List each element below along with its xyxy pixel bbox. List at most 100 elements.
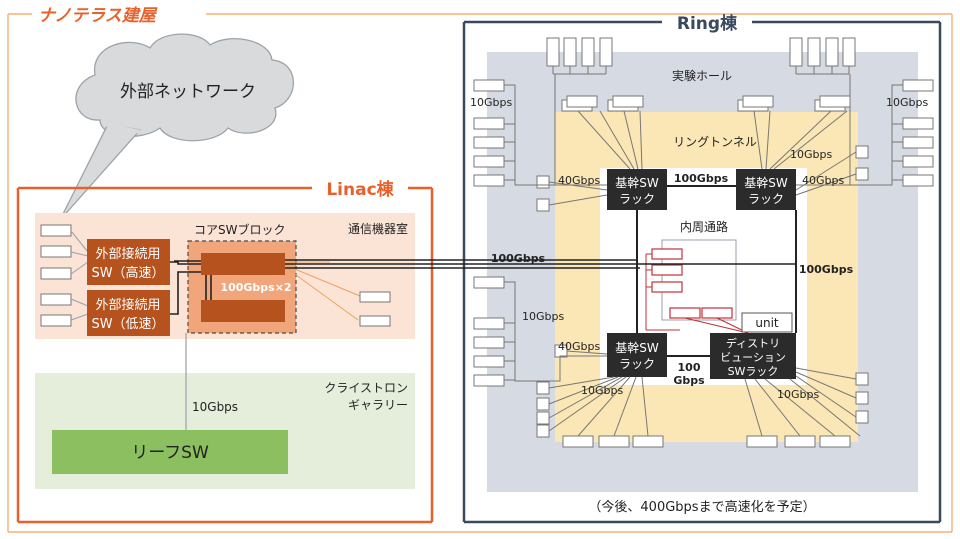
server-box [473, 136, 505, 149]
server-box [632, 435, 664, 448]
ext-sw-slow-label-1: 外部接続用 [95, 297, 160, 313]
unit-label: unit [755, 316, 779, 330]
leaf-link-label: 10Gbps [192, 400, 238, 414]
ext-to-core-links [170, 260, 201, 315]
comm-room-label: 通信機器室 [348, 221, 408, 236]
trunk-rack-top-left [607, 169, 667, 210]
server-box [855, 145, 869, 159]
server-box [40, 224, 72, 237]
dist-rack-1: ディストリ [726, 336, 780, 350]
building-title: ナノテラス建屋 [38, 6, 158, 26]
inner-box [669, 307, 701, 319]
inner-box [651, 281, 683, 293]
top-tower-links [552, 66, 850, 75]
core-switch-upper [201, 253, 285, 275]
server-box [473, 374, 505, 387]
hall-label: 実験ホール [672, 68, 732, 83]
server-box [473, 155, 505, 168]
speed-10-left-lower: 10Gbps [522, 310, 564, 323]
inner-box [651, 248, 683, 260]
speed-40-left-top: 40Gbps [558, 174, 600, 187]
server-box [359, 315, 391, 327]
external-network-label: 外部ネットワーク [120, 82, 256, 102]
server-box [473, 317, 505, 330]
external-network-cloud: 外部ネットワーク [59, 33, 295, 221]
server-box [473, 79, 505, 92]
gallery-label-2: ギャラリー [348, 398, 408, 412]
ext-sw-fast-label-2: SW（高速） [91, 265, 164, 281]
linac-building: Linac棟 通信機器室 クライストロン ギャラリー 外部接続用 SW（高速） … [16, 179, 434, 524]
server-tower [825, 37, 839, 67]
inner-path-label: 内周通路 [680, 219, 728, 234]
left-lower-links [504, 281, 627, 432]
core-link-label: 100Gbps×2 [220, 281, 291, 294]
server-box [473, 336, 505, 349]
server-box [742, 95, 774, 108]
core-interlink [205, 275, 212, 300]
gallery-label-1: クライストロン [324, 381, 408, 395]
server-box [536, 411, 550, 425]
unit-box [741, 312, 793, 333]
core-switch-lower [201, 300, 285, 322]
server-box [855, 391, 869, 405]
trunk-rack-tr-1: 基幹SW [744, 175, 788, 190]
server-box [819, 435, 851, 448]
speed-left-vertical: 100Gbps [491, 252, 546, 265]
top-left-upright-servers [546, 37, 856, 67]
linac-server-links [70, 230, 89, 321]
ext-sw-fast [87, 239, 170, 285]
server-box [902, 174, 934, 187]
server-box [40, 314, 72, 327]
server-box [40, 293, 72, 306]
server-box [784, 435, 816, 448]
trunk-rack-bottom-left [607, 333, 667, 377]
ext-sw-slow-label-2: SW（低速） [91, 317, 164, 332]
server-box [855, 410, 869, 424]
server-box [902, 136, 934, 149]
server-box [473, 355, 505, 368]
ring-building: Ring棟 実験ホール リングトンネル 内周通路 unit [285, 13, 942, 524]
ring-tunnel [555, 112, 858, 442]
server-box [473, 174, 505, 187]
server-box [359, 291, 391, 303]
trunk-rack-bl-2: ラック [619, 357, 655, 371]
server-box [473, 117, 505, 130]
footnote: （今後、400Gbpsまで高速化を予定） [588, 499, 815, 515]
server-box [566, 95, 598, 108]
server-box [855, 167, 869, 181]
server-box [536, 424, 550, 438]
speed-bottom-b: Gbps [673, 374, 705, 387]
right-upper-links [795, 74, 903, 196]
speed-40-left-lower: 40Gbps [558, 340, 600, 353]
server-box [855, 372, 869, 386]
trunk-rack-tl-2: ラック [619, 192, 655, 206]
linac-title: Linac棟 [326, 179, 394, 200]
server-box [536, 397, 550, 411]
server-tower [599, 37, 613, 67]
server-tower [581, 37, 595, 67]
speed-bottom-a: 100 [678, 361, 701, 374]
server-box [536, 175, 550, 189]
speed-top-center: 100Gbps [674, 172, 729, 185]
dist-rack [710, 333, 796, 379]
server-box [536, 198, 550, 212]
left-upper-links [504, 74, 608, 206]
speed-10-bottom-right: 10Gbps [777, 388, 819, 401]
server-box [40, 267, 72, 280]
ext-sw-slow [87, 290, 170, 336]
ext-sw-fast-label-1: 外部接続用 [95, 246, 160, 262]
core-right-links [284, 261, 361, 321]
trunk-rack-tl-1: 基幹SW [615, 175, 659, 190]
leaf-sw [52, 430, 288, 474]
dist-rack-3: SWラック [728, 365, 779, 378]
server-box [562, 435, 594, 448]
server-box [536, 381, 550, 395]
speed-10-left-top: 10Gbps [470, 96, 512, 109]
server-box [746, 435, 778, 448]
speed-10-right-top: 10Gbps [886, 96, 928, 109]
server-tower [546, 37, 560, 67]
speed-right-vertical: 100Gbps [799, 263, 854, 276]
speed-40-right-top: 40Gbps [802, 174, 844, 187]
hall-shelf-servers [561, 95, 851, 112]
